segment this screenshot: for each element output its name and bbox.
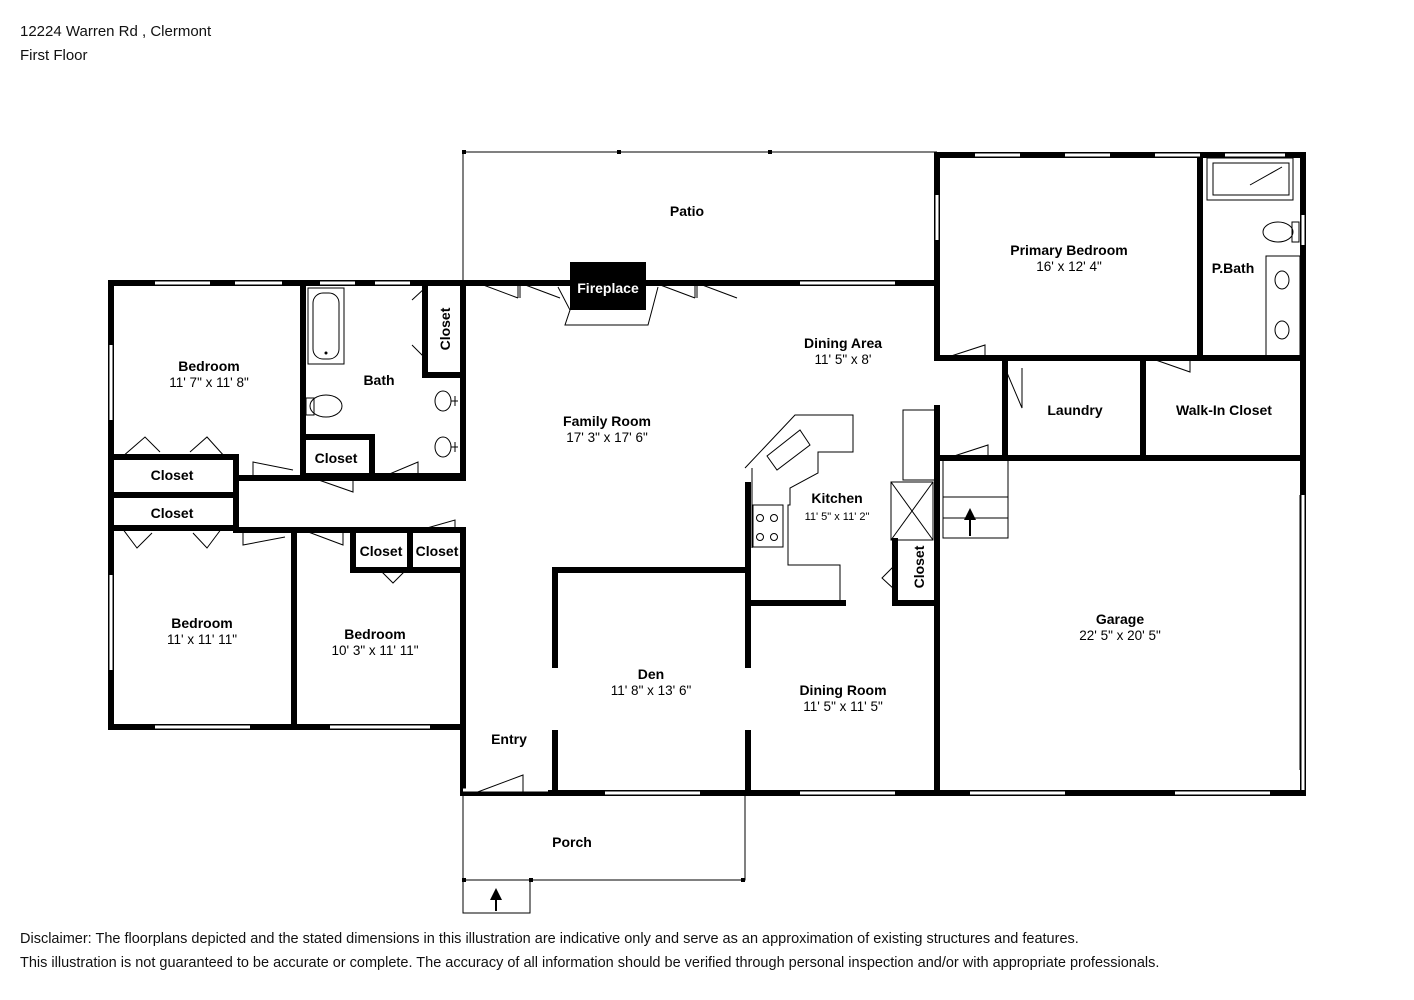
room-dining-room-dims: 11' 5" x 11' 5" [803, 699, 883, 714]
room-laundry: Laundry [1047, 402, 1102, 418]
room-closet-bedroom3: Closet [360, 543, 403, 559]
toilet-icon [309, 394, 343, 418]
room-family-room-dims: 17' 3" x 17' 6" [566, 430, 648, 445]
disclaimer-line-2: This illustration is not guaranteed to b… [20, 955, 1160, 971]
sink-icon [434, 390, 452, 412]
room-closet-linen: Closet [416, 543, 459, 559]
room-bath: Bath [363, 372, 394, 388]
stove-icon [752, 504, 784, 548]
disclaimer-line-1: Disclaimer: The floorplans depicted and … [20, 931, 1079, 947]
room-closet-bedroom1: Closet [151, 467, 194, 483]
room-closet-bath: Closet [437, 307, 453, 350]
doors [121, 282, 1191, 794]
room-patio: Patio [670, 203, 704, 219]
kitchen-counter [744, 414, 854, 603]
room-entry: Entry [491, 731, 527, 747]
pantry-icon [890, 481, 934, 541]
room-dining-area-dims: 11' 5" x 8' [815, 352, 872, 367]
address-title: 12224 Warren Rd , Clermont [20, 23, 212, 40]
room-kitchen-dims: 11' 5" x 11' 2" [805, 511, 870, 523]
room-bedroom-1-dims: 11' 7" x 11' 8" [169, 375, 249, 390]
windows [109, 153, 1305, 795]
fridge-icon [902, 409, 936, 481]
vanity-icon [1265, 255, 1301, 357]
room-bedroom-2: Bedroom [171, 615, 232, 631]
room-closet-kitchen: Closet [911, 545, 927, 588]
room-primary-bedroom: Primary Bedroom [1010, 242, 1127, 258]
room-dining-area: Dining Area [804, 335, 882, 351]
bathtub-icon [307, 287, 345, 365]
room-garage-dims: 22' 5" x 20' 5" [1079, 628, 1161, 643]
room-dining-room: Dining Room [799, 682, 886, 698]
room-closet-hall: Closet [315, 450, 358, 466]
room-garage: Garage [1096, 611, 1144, 627]
room-kitchen: Kitchen [811, 490, 862, 506]
floor-label: First Floor [20, 47, 88, 64]
room-bedroom-3: Bedroom [344, 626, 405, 642]
fixtures [305, 157, 1301, 914]
shower-icon [1206, 157, 1294, 201]
room-walk-in-closet: Walk-In Closet [1176, 402, 1272, 418]
sink-icon [434, 436, 452, 458]
room-bedroom-2-dims: 11' x 11' 11" [167, 632, 237, 647]
room-closet-bedroom2: Closet [151, 505, 194, 521]
room-porch: Porch [552, 834, 592, 850]
room-den: Den [638, 666, 664, 682]
toilet-icon [1262, 221, 1294, 243]
patio-outline [462, 150, 937, 282]
garage-steps [942, 459, 1009, 539]
room-labels: Patio Fireplace Primary Bedroom 16' x 12… [151, 203, 1273, 850]
room-family-room: Family Room [563, 413, 651, 429]
room-fireplace: Fireplace [577, 280, 639, 296]
room-pbath: P.Bath [1212, 260, 1255, 276]
up-arrow-icon [964, 508, 976, 520]
room-primary-bedroom-dims: 16' x 12' 4" [1036, 259, 1102, 274]
fireplace-block [570, 262, 646, 310]
room-bedroom-1: Bedroom [178, 358, 239, 374]
room-den-dims: 11' 8" x 13' 6" [611, 683, 692, 698]
up-arrow-icon [490, 888, 502, 900]
room-bedroom-3-dims: 10' 3" x 11' 11" [331, 643, 418, 658]
porch-outline [462, 793, 746, 881]
